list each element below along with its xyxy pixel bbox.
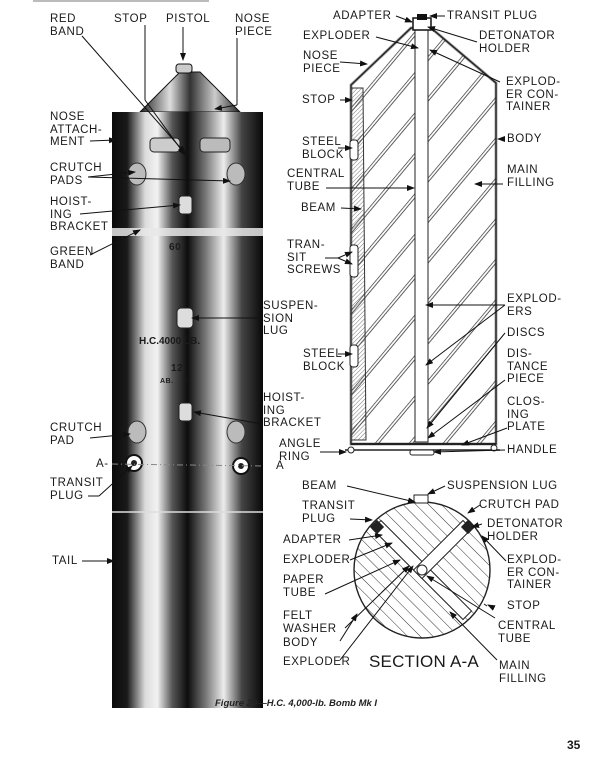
label-main-filling: MAIN FILLING: [507, 164, 555, 189]
steel-block-lower: [349, 344, 359, 368]
label-adapter-aa: ADAPTER: [283, 534, 342, 546]
hoisting-bracket-lower: [178, 402, 193, 422]
label-main-filling-aa: MAIN FILLING: [499, 660, 547, 685]
label-red-band: RED BAND: [50, 13, 85, 38]
label-exploder-upper-aa: EXPLODER: [283, 554, 351, 566]
label-transit-plug-aa: TRANSIT PLUG: [302, 500, 356, 525]
label-nose-piece-section: NOSE PIECE: [303, 50, 341, 75]
crutch-pad-left-lower: [127, 420, 147, 444]
label-steel-block-lower: STEEL BLOCK: [303, 348, 345, 373]
label-pistol: PISTOL: [166, 13, 211, 25]
nose-cone: [138, 71, 242, 113]
crutch-pad-left: [127, 162, 147, 186]
label-handle: HANDLE: [507, 444, 558, 456]
suspension-lug-section: [413, 494, 429, 504]
external-leaders: [79, 25, 263, 564]
body-marking-weight: H.C.4000 LB.: [139, 336, 201, 347]
label-detonator-holder: DETONATOR HOLDER: [479, 30, 556, 55]
label-hoisting-bracket-upper: HOIST- ING BRACKET: [50, 196, 109, 233]
central-tube: [414, 29, 429, 443]
steel-block-upper: [349, 139, 359, 161]
label-transit-plug-top: TRANSIT PLUG: [447, 10, 538, 22]
label-exploder-container: EXPLOD- ER CON- TAINER: [506, 76, 561, 113]
label-transit-screws: TRAN- SIT SCREWS: [287, 239, 342, 276]
label-crutch-pad-aa: CRUTCH PAD: [479, 499, 560, 511]
label-suspension-lug: SUSPEN- SION LUG: [263, 300, 319, 337]
nose-attachment-block: [149, 137, 181, 153]
label-closing-plate: CLOS- ING PLATE: [507, 396, 546, 433]
label-adapter: ADAPTER: [333, 10, 392, 22]
label-central-tube: CENTRAL TUBE: [287, 168, 345, 193]
longitudinal-leaders: [320, 13, 508, 455]
central-tube-section: [416, 564, 428, 576]
transit-screws: [349, 244, 359, 278]
body-marking-ab: AB. 7: [160, 378, 189, 385]
label-body-aa: BODY: [283, 637, 318, 649]
label-central-tube-aa: CENTRAL TUBE: [498, 620, 556, 645]
label-paper-tube-aa: PAPER TUBE: [283, 574, 325, 599]
longitudinal-section: [345, 14, 500, 456]
label-exploder: EXPLODER: [303, 30, 371, 42]
page-number: 35: [567, 738, 581, 752]
label-suspension-lug-aa: SUSPENSION LUG: [447, 480, 558, 492]
label-stop-aa: STOP: [507, 600, 541, 612]
body-marking-12: 12: [171, 363, 184, 374]
crutch-pad-right: [226, 162, 246, 186]
label-angle-ring: ANGLE RING: [279, 438, 321, 463]
label-nose-piece: NOSE PIECE: [235, 13, 273, 38]
section-aa-title: SECTION A-A: [369, 652, 479, 671]
figure-caption: Figure 20—H.C. 4,000-lb. Bomb Mk I: [215, 698, 378, 709]
label-hoisting-bracket-lower: HOIST- ING BRACKET: [263, 392, 322, 429]
label-green-band: GREEN BAND: [50, 246, 94, 271]
bomb-tail: [112, 512, 263, 708]
label-section-a-left: A-: [96, 458, 109, 470]
label-detonator-holder-aa: DETONATOR HOLDER: [487, 518, 564, 543]
label-felt-washer-aa: FELT WASHER: [283, 610, 337, 635]
handle: [409, 449, 435, 456]
hoisting-bracket-upper: [178, 195, 193, 215]
label-transit-plug: TRANSIT PLUG: [50, 477, 104, 502]
label-tail: TAIL: [52, 555, 78, 567]
label-distance-piece: DIS- TANCE PIECE: [507, 348, 549, 385]
suspension-lug: [176, 307, 194, 329]
label-stop-section: STOP: [302, 94, 336, 106]
label-crutch-pads: CRUTCH PADS: [50, 162, 103, 187]
label-exploder-lower-aa: EXPLODER: [283, 656, 351, 668]
crutch-pad-right-lower: [226, 420, 246, 444]
page-top-rule: [33, 0, 209, 2]
cross-section-leaders: [324, 485, 507, 661]
label-discs: DISCS: [507, 327, 546, 339]
label-exploder-container-aa: EXPLOD- ER CON- TAINER: [507, 554, 562, 591]
label-section-a-right: A: [276, 460, 285, 472]
label-steel-block-upper: STEEL BLOCK: [302, 136, 344, 161]
green-band: [112, 228, 263, 236]
pistol-icon: [175, 63, 193, 74]
label-crutch-pad: CRUTCH PAD: [50, 422, 103, 447]
label-body: BODY: [507, 133, 542, 145]
cross-section-aa: [353, 494, 491, 639]
label-beam-aa: BEAM: [302, 480, 337, 492]
body-marking-60: 60: [169, 242, 182, 253]
label-stop: STOP: [114, 13, 148, 25]
label-exploders: EXPLOD- ERS: [507, 293, 562, 318]
label-beam: BEAM: [301, 202, 336, 214]
label-nose-attachment: NOSE ATTACH- MENT: [50, 111, 103, 148]
